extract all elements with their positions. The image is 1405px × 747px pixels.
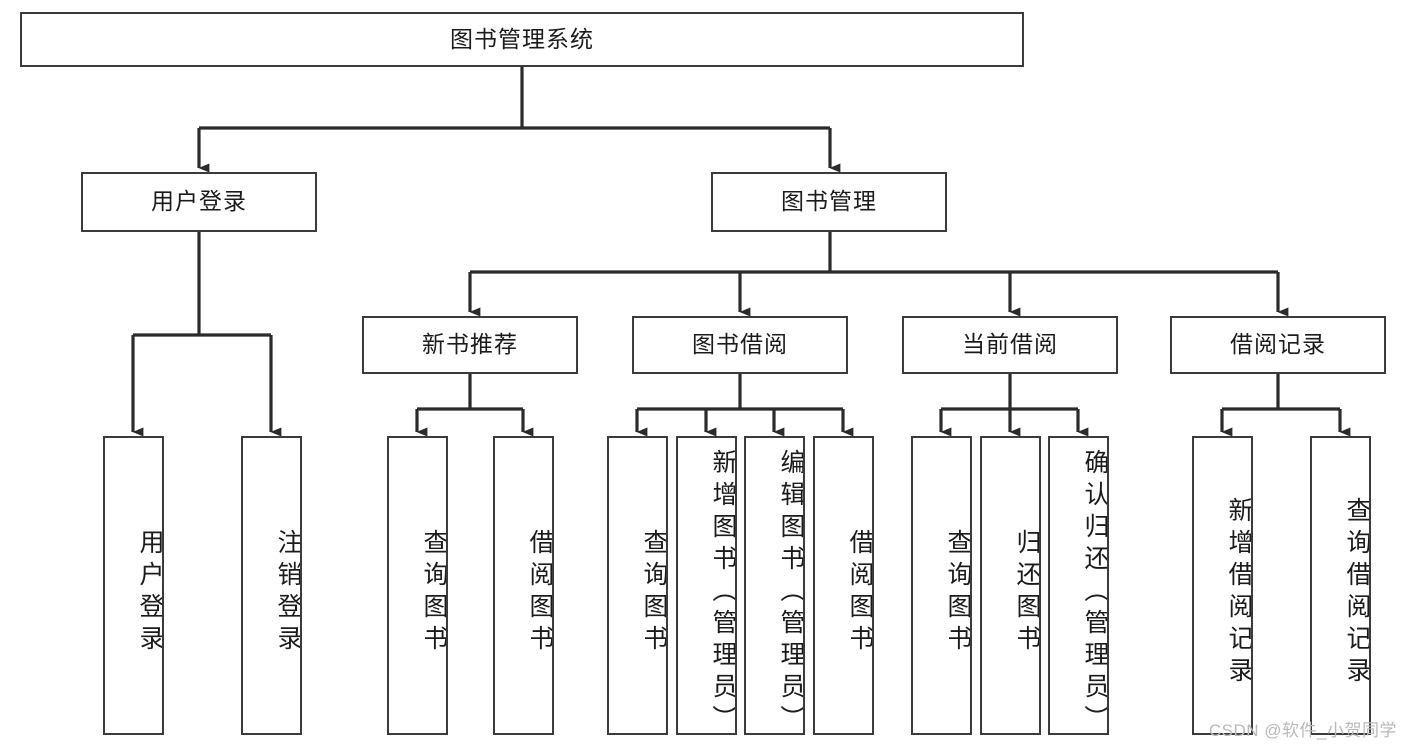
node-label: 编辑图书（管理员） bbox=[777, 448, 805, 735]
node-label: 确认归还（管理员） bbox=[1081, 448, 1109, 735]
node-label: 借阅记录 bbox=[1230, 331, 1326, 358]
node-label: 用户登录 bbox=[151, 188, 247, 215]
leaf-add-record[interactable]: 新增借阅记录 bbox=[1192, 436, 1253, 735]
node-label: 查询图书 bbox=[420, 528, 448, 657]
leaf-confirm-return[interactable]: 确认归还（管理员） bbox=[1048, 436, 1109, 735]
node-borrow-record[interactable]: 借阅记录 bbox=[1170, 316, 1386, 374]
node-label: 图书借阅 bbox=[692, 331, 788, 358]
leaf-borrow-book-2[interactable]: 借阅图书 bbox=[813, 436, 874, 735]
node-label: 查询图书 bbox=[944, 528, 972, 657]
node-book-manage[interactable]: 图书管理 bbox=[711, 172, 947, 232]
node-label: 新增图书（管理员） bbox=[709, 448, 737, 735]
node-new-book-recommend[interactable]: 新书推荐 bbox=[362, 316, 578, 374]
node-label: 归还图书 bbox=[1013, 528, 1041, 657]
leaf-query-book-2[interactable]: 查询图书 bbox=[607, 436, 668, 735]
node-current-borrow[interactable]: 当前借阅 bbox=[902, 316, 1118, 374]
node-user-login[interactable]: 用户登录 bbox=[81, 172, 317, 232]
leaf-query-record[interactable]: 查询借阅记录 bbox=[1310, 436, 1371, 735]
node-label: 借阅图书 bbox=[846, 528, 874, 657]
node-book-borrow[interactable]: 图书借阅 bbox=[632, 316, 848, 374]
node-label: 查询借阅记录 bbox=[1343, 496, 1371, 689]
node-root-system[interactable]: 图书管理系统 bbox=[20, 12, 1024, 67]
leaf-borrow-book-1[interactable]: 借阅图书 bbox=[493, 436, 554, 735]
node-label: 查询图书 bbox=[640, 528, 668, 657]
leaf-query-book-1[interactable]: 查询图书 bbox=[387, 436, 448, 735]
node-label: 借阅图书 bbox=[526, 528, 554, 657]
node-label: 注销登录 bbox=[274, 528, 302, 657]
node-label: 当前借阅 bbox=[962, 331, 1058, 358]
csdn-watermark: CSDN @软件_小贺同学 bbox=[1208, 721, 1397, 740]
node-label: 新增借阅记录 bbox=[1225, 496, 1253, 689]
node-label: 用户登录 bbox=[136, 528, 164, 657]
node-label: 图书管理系统 bbox=[450, 25, 594, 52]
node-label: 新书推荐 bbox=[422, 331, 518, 358]
node-label: 图书管理 bbox=[781, 188, 877, 215]
leaf-add-book[interactable]: 新增图书（管理员） bbox=[676, 436, 737, 735]
leaf-query-book-3[interactable]: 查询图书 bbox=[911, 436, 972, 735]
leaf-user-login[interactable]: 用户登录 bbox=[103, 436, 164, 735]
leaf-logout-login[interactable]: 注销登录 bbox=[241, 436, 302, 735]
leaf-edit-book[interactable]: 编辑图书（管理员） bbox=[744, 436, 805, 735]
leaf-return-book[interactable]: 归还图书 bbox=[980, 436, 1041, 735]
